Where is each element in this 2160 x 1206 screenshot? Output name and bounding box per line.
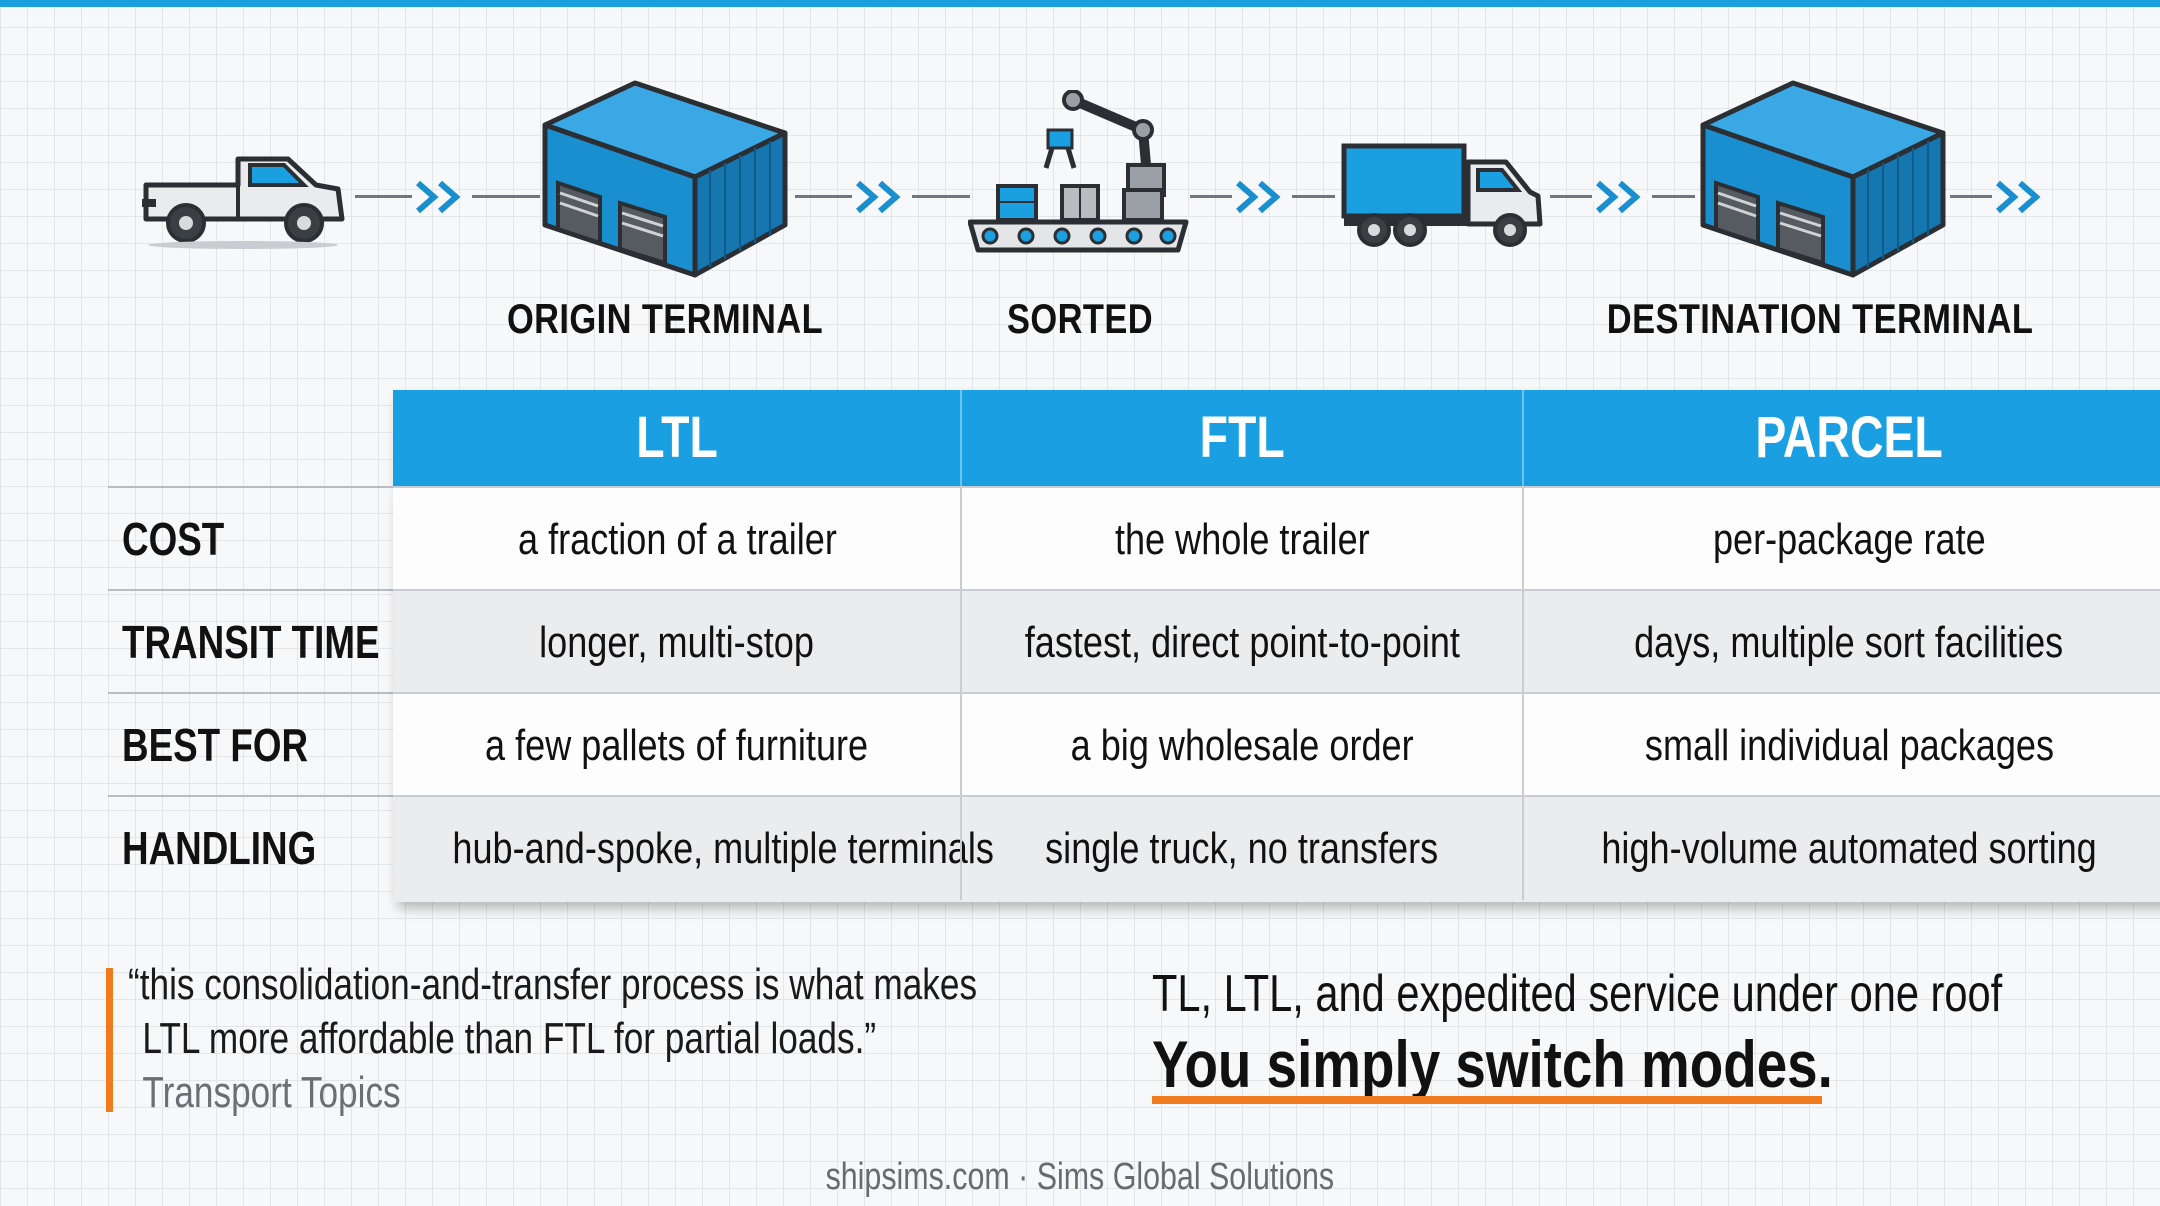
quote-line: LTL more affordable than FTL for partial… <box>142 1014 877 1063</box>
header-divider <box>960 390 962 486</box>
stage-label-destination: DESTINATION TERMINAL <box>1606 295 2034 342</box>
pickup-truck-icon <box>142 156 345 249</box>
table-cell: a fraction of a trailer <box>517 515 837 564</box>
chevron-arrow-icon <box>1232 180 1292 214</box>
table-header-row: LTL FTL PARCEL <box>393 390 2160 486</box>
table-cell: high-volume automated sorting <box>1601 824 2097 873</box>
chevron-arrow-icon <box>412 180 472 214</box>
table-cell: a big wholesale order <box>1070 721 1414 770</box>
table-body: a fraction of a trailer the whole traile… <box>393 486 2160 902</box>
stage-label-origin: ORIGIN TERMINAL <box>506 295 824 342</box>
flow-connector <box>1950 195 2020 198</box>
table-cell: hub-and-spoke, multiple terminals <box>452 824 994 873</box>
table-cell: single truck, no transfers <box>1045 824 1439 873</box>
header-divider <box>1522 390 1524 486</box>
quote-source: Transport Topics <box>142 1068 401 1117</box>
table-cell: fastest, direct point-to-point <box>1024 618 1460 667</box>
row-label-transit-time: TRANSIT TIME <box>108 589 393 692</box>
quote-block: “this consolidation-and-transfer process… <box>128 958 977 1120</box>
table-cell: days, multiple sort facilities <box>1634 618 2064 667</box>
table-cell: a few pallets of furniture <box>485 721 869 770</box>
table-cell: longer, multi-stop <box>539 618 815 667</box>
chevron-arrow-icon <box>1992 180 2052 214</box>
table-cell: small individual packages <box>1644 721 2054 770</box>
table-row: a few pallets of furniture a big wholesa… <box>393 692 2160 797</box>
sorting-robot-icon <box>968 90 1189 253</box>
column-header-ltl: LTL <box>636 405 718 470</box>
warehouse-icon <box>1700 80 1946 278</box>
quote-line: “this consolidation-and-transfer process… <box>128 960 978 1009</box>
chevron-arrow-icon <box>852 180 912 214</box>
table-row: a fraction of a trailer the whole traile… <box>393 486 2160 591</box>
column-divider <box>960 486 962 900</box>
pitch-underline <box>1152 1096 1822 1104</box>
top-accent-bar <box>0 0 2160 7</box>
stage-label-sorted: SORTED <box>1007 295 1153 342</box>
row-label-best-for: BEST FOR <box>108 692 393 795</box>
quote-accent-bar <box>106 968 113 1112</box>
pitch-line: TL, LTL, and expedited service under one… <box>1152 965 2003 1023</box>
column-header-parcel: PARCEL <box>1755 405 1943 470</box>
chevron-arrow-icon <box>1592 180 1652 214</box>
table-row: hub-and-spoke, multiple terminals single… <box>393 795 2160 902</box>
box-truck-icon <box>1341 143 1543 247</box>
footer-credit: shipsims.com · Sims Global Solutions <box>825 1156 1335 1198</box>
table-cell: the whole trailer <box>1114 515 1370 564</box>
column-header-ftl: FTL <box>1199 405 1285 470</box>
row-label-handling: HANDLING <box>108 795 393 898</box>
pitch-headline: You simply switch modes. <box>1152 1027 1833 1101</box>
column-divider <box>1522 486 1524 900</box>
warehouse-icon <box>542 80 788 278</box>
row-label-cost: COST <box>108 486 393 589</box>
table-cell: per-package rate <box>1712 515 1986 564</box>
table-row: longer, multi-stop fastest, direct point… <box>393 589 2160 694</box>
process-flow: ORIGIN TERMINAL SORTED DESTINATION TERMI… <box>0 60 2160 360</box>
